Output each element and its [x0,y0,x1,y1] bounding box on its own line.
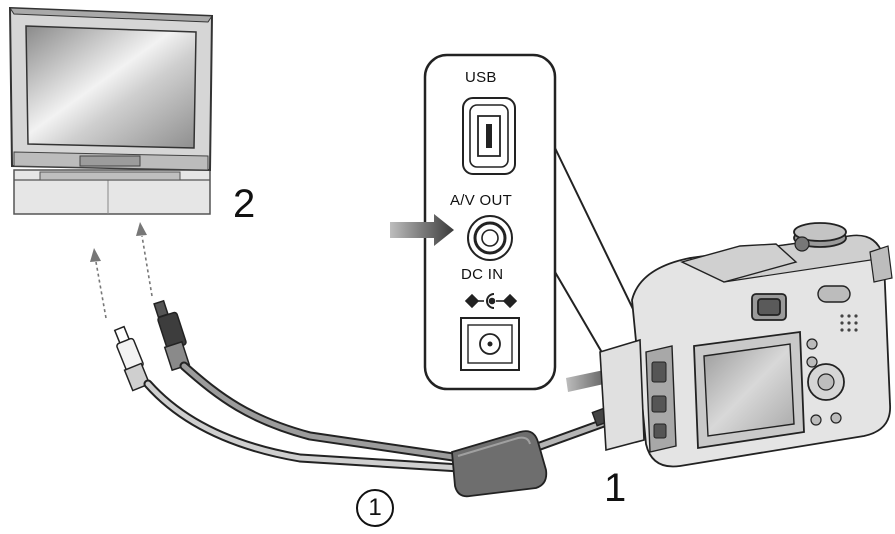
usb-port-icon [462,97,516,175]
av-cable [143,361,617,473]
ferrite-core-icon [451,430,548,498]
tv-icon [8,6,214,215]
dc-in-port-icon [460,317,520,371]
dc-polarity-icon [464,293,518,309]
step-1-number: 1 [604,466,627,510]
av-out-label: A/V OUT [450,192,513,209]
rca-plug-icon [113,299,191,392]
av-out-port-icon [467,215,513,261]
dc-in-label: DC IN [461,266,504,283]
cable-callout-number: 1 [356,489,394,527]
step-2-number: 2 [233,182,256,226]
arrow-icon [95,235,153,319]
usb-label: USB [465,69,497,86]
camera-icon [599,222,893,468]
